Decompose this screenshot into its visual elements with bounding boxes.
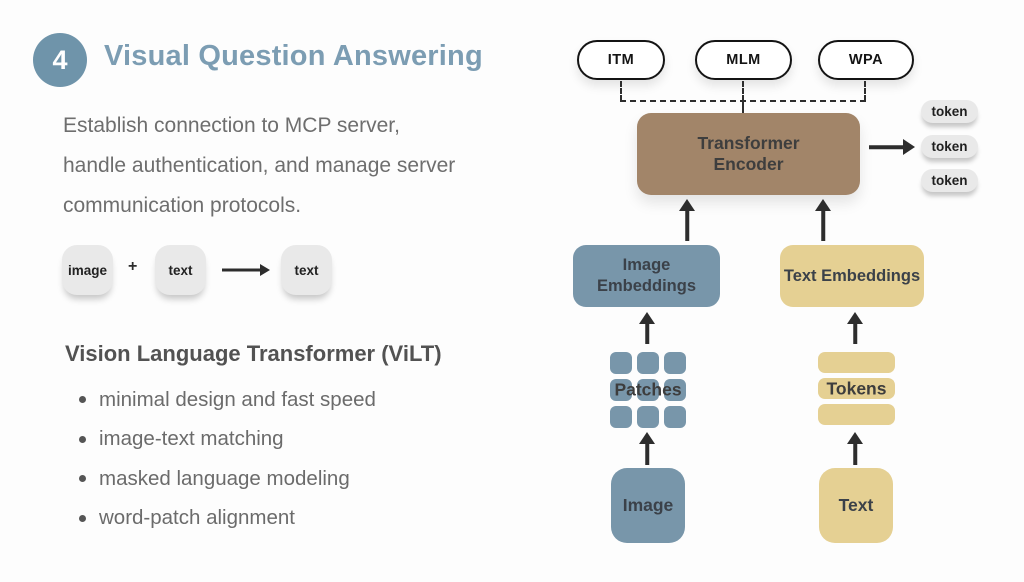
right-arrow-icon — [222, 261, 270, 279]
text-embeddings-label: Text Embeddings — [783, 266, 921, 285]
transformer-encoder-box: Transformer Encoder — [637, 113, 860, 195]
bullet-text: minimal design and fast speed — [99, 387, 376, 411]
objective-pill-itm: ITM — [577, 40, 665, 80]
image-embeddings-box: Image Embeddings — [573, 245, 720, 307]
step-number-badge: 4 — [33, 33, 87, 87]
list-item: word-patch alignment — [79, 499, 376, 539]
token-bar — [818, 352, 895, 373]
output-token-pill: token — [921, 169, 978, 192]
output-token-pill: token — [921, 135, 978, 158]
objective-pill-wpa: WPA — [818, 40, 914, 80]
patches-label: Patches — [614, 379, 682, 400]
list-item: image-text matching — [79, 420, 376, 460]
patches-grid: Patches — [610, 352, 686, 428]
patch-square — [610, 379, 632, 401]
patch-square — [610, 406, 632, 428]
image-embeddings-label-line: Embeddings — [596, 277, 696, 295]
patch-square — [664, 406, 686, 428]
bullet-dot-icon — [79, 514, 86, 522]
description-text: Establish connection to MCP server, hand… — [63, 106, 543, 226]
patch-square — [664, 352, 686, 374]
dashed-connector — [864, 81, 866, 101]
patch-square — [637, 406, 659, 428]
up-arrow-icon — [814, 199, 832, 241]
plus-sign: + — [128, 258, 138, 275]
objective-pill-mlm: MLM — [695, 40, 792, 80]
up-arrow-icon — [846, 312, 864, 344]
vilt-bullet-list: minimal design and fast speed image-text… — [79, 380, 376, 538]
up-arrow-icon — [846, 432, 864, 465]
text-source-box: Text — [819, 468, 893, 543]
list-item: masked language modeling — [79, 459, 376, 499]
up-arrow-icon — [638, 432, 656, 465]
page-title: Visual Question Answering — [104, 40, 483, 72]
image-source-box: Image — [611, 468, 685, 543]
patch-square — [664, 379, 686, 401]
formula-result-chip: text — [281, 245, 332, 295]
bullet-dot-icon — [79, 396, 86, 404]
image-embeddings-label-line: Image — [622, 256, 671, 274]
formula-text-chip: text — [155, 245, 206, 295]
encoder-label-line: Transformer — [697, 133, 800, 153]
bullet-dot-icon — [79, 435, 86, 443]
formula-image-chip: image — [62, 245, 113, 295]
up-arrow-icon — [678, 199, 696, 241]
dashed-connector — [742, 101, 744, 113]
patch-square — [637, 379, 659, 401]
output-token-pill: token — [921, 100, 978, 123]
description-line: Establish connection to MCP server, — [63, 114, 400, 137]
patch-square — [637, 352, 659, 374]
dashed-connector — [620, 81, 622, 101]
bullet-text: masked language modeling — [99, 466, 350, 490]
bullet-dot-icon — [79, 475, 86, 483]
encoder-output-arrow-icon — [869, 138, 915, 156]
text-embeddings-box: Text Embeddings — [780, 245, 924, 307]
bullet-text: image-text matching — [99, 427, 284, 451]
token-bar — [818, 404, 895, 425]
token-bar — [818, 378, 895, 399]
dashed-connector — [742, 81, 744, 101]
patch-square — [610, 352, 632, 374]
tokens-label: Tokens — [826, 378, 887, 399]
up-arrow-icon — [638, 312, 656, 344]
vilt-heading: Vision Language Transformer (ViLT) — [65, 341, 442, 366]
description-line: communication protocols. — [63, 194, 302, 217]
encoder-label-line: Encoder — [713, 154, 784, 174]
description-line: handle authentication, and manage server — [63, 154, 456, 177]
tokens-stack: Tokens — [818, 352, 895, 426]
bullet-text: word-patch alignment — [99, 506, 295, 530]
list-item: minimal design and fast speed — [79, 380, 376, 420]
